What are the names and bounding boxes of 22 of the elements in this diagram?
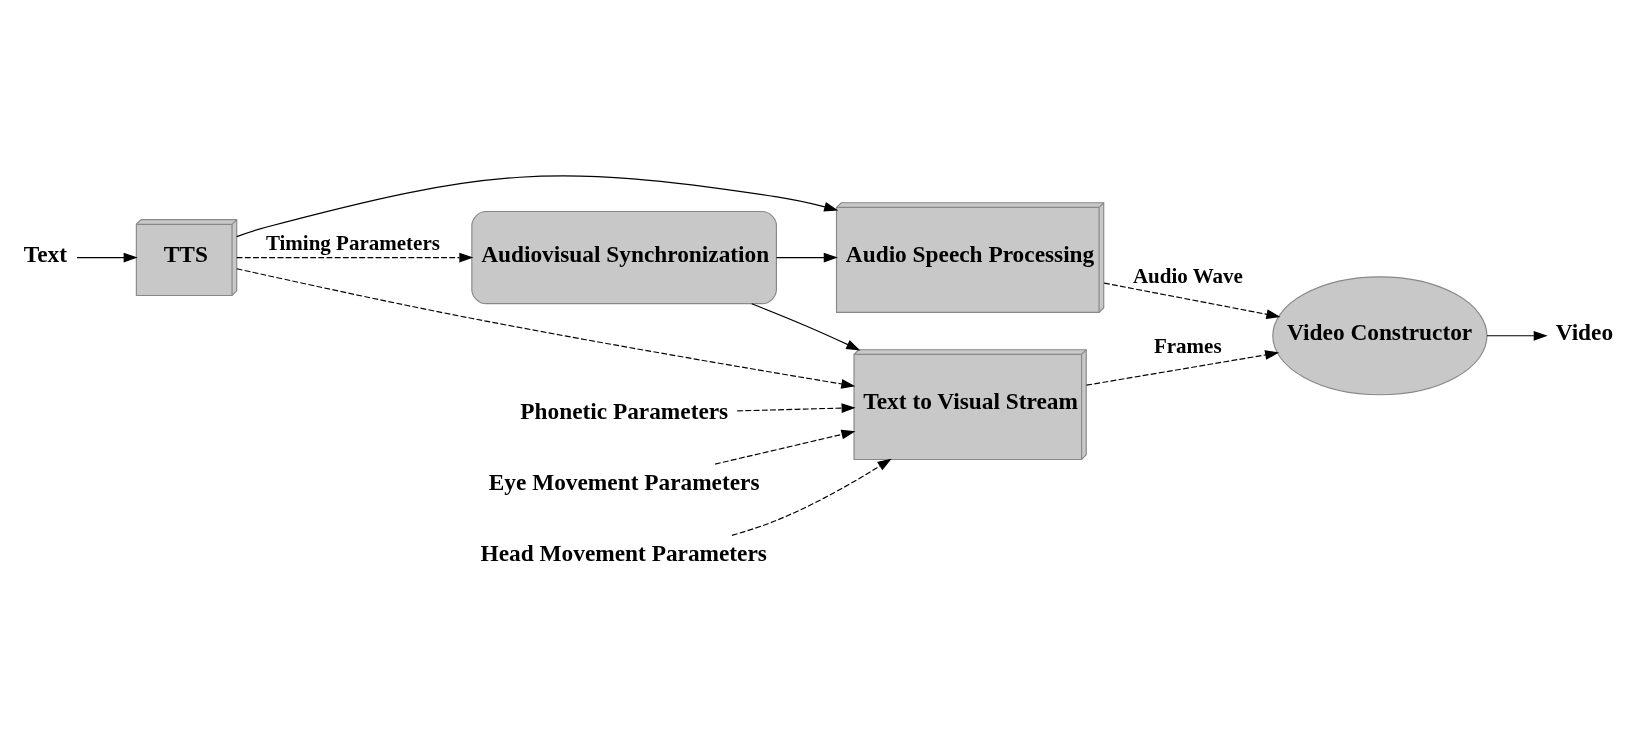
node-text: Video bbox=[1555, 319, 1614, 346]
arrow bbox=[236, 268, 856, 389]
node-text: Head Movement Parameters bbox=[480, 540, 767, 566]
node-ellipse: Video Constructor bbox=[1272, 276, 1488, 396]
node-text: Phonetic Parameters bbox=[520, 397, 729, 424]
arrow bbox=[751, 303, 861, 351]
arrow bbox=[1085, 350, 1280, 386]
arrow bbox=[736, 403, 856, 413]
edge-label: Audio Wave bbox=[1132, 263, 1243, 288]
node-text: Text bbox=[23, 241, 67, 268]
arrow bbox=[714, 429, 856, 465]
arrow bbox=[1103, 282, 1281, 320]
node-box: Audiovisual Synchronization bbox=[471, 210, 777, 305]
arrow bbox=[731, 458, 892, 536]
node-text: Eye Movement Parameters bbox=[488, 468, 760, 495]
arrow bbox=[76, 252, 138, 263]
edge-label: Timing Parameters bbox=[265, 230, 440, 255]
edge-label: Frames bbox=[1153, 333, 1222, 358]
arrow bbox=[236, 252, 474, 263]
arrow bbox=[775, 252, 838, 263]
arrow bbox=[1486, 330, 1548, 341]
arrow bbox=[236, 175, 839, 238]
